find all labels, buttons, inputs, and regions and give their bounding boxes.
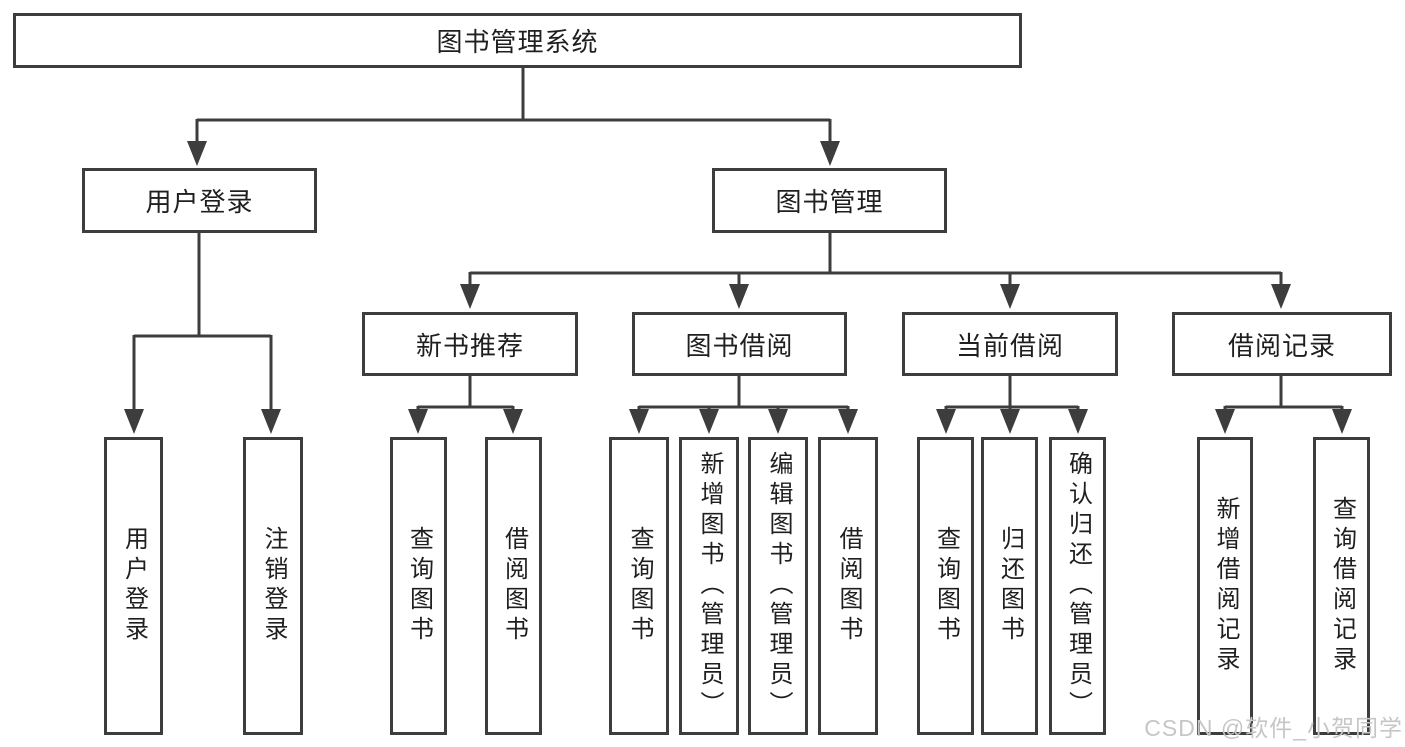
leaf-label: 借阅图书 [500,526,528,646]
leaf-add-book-admin: 新增图书（管理员） [679,437,739,735]
leaf-logout: 注销登录 [243,437,303,735]
node-label: 图书借阅 [685,330,794,361]
arrowheads [124,141,1352,434]
leaf-label: 新增图书（管理员） [696,451,723,721]
leaf-label: 查询借阅记录 [1328,496,1356,676]
node-book-borrow: 图书借阅 [632,312,847,376]
leaf-query-borrow-record: 查询借阅记录 [1313,437,1370,735]
leaf-label: 确认归还（管理员） [1064,451,1092,721]
leaf-label: 查询图书 [405,526,433,646]
node-user-login: 用户登录 [82,168,317,233]
watermark: CSDN @软件_小贺同学 [1144,715,1403,741]
node-label: 新书推荐 [415,330,524,361]
leaf-query-books-borrow: 查询图书 [609,437,669,735]
node-label: 图书管理 [775,187,884,217]
leaf-label: 借阅图书 [835,526,862,646]
node-current-borrow: 当前借阅 [902,312,1118,376]
leaf-borrow-books-recommend: 借阅图书 [485,437,542,735]
leaf-label: 编辑图书（管理员） [765,451,792,721]
node-borrow-records: 借阅记录 [1172,312,1392,376]
node-system-root: 图书管理系统 [13,13,1022,68]
leaf-label: 注销登录 [260,526,287,646]
leaf-edit-book-admin: 编辑图书（管理员） [748,437,808,735]
leaf-label: 用户登录 [120,526,148,646]
leaf-label: 新增借阅记录 [1212,496,1239,676]
leaf-label: 查询图书 [626,526,653,646]
leaf-label: 归还图书 [996,526,1024,646]
leaf-label: 查询图书 [932,526,960,646]
node-label: 借阅记录 [1227,330,1336,361]
leaf-confirm-return-admin: 确认归还（管理员） [1049,437,1106,735]
leaf-return-book: 归还图书 [981,437,1038,735]
leaf-borrow-books: 借阅图书 [818,437,878,735]
node-book-management: 图书管理 [712,168,947,233]
node-label: 用户登录 [145,187,254,217]
leaf-query-books-current: 查询图书 [917,437,974,735]
leaf-query-books-recommend: 查询图书 [390,437,447,735]
node-new-book-recommend: 新书推荐 [362,312,578,376]
leaf-user-login: 用户登录 [104,437,163,735]
node-label: 当前借阅 [955,330,1064,361]
leaf-add-borrow-record: 新增借阅记录 [1197,437,1253,735]
node-label: 图书管理系统 [436,27,599,57]
